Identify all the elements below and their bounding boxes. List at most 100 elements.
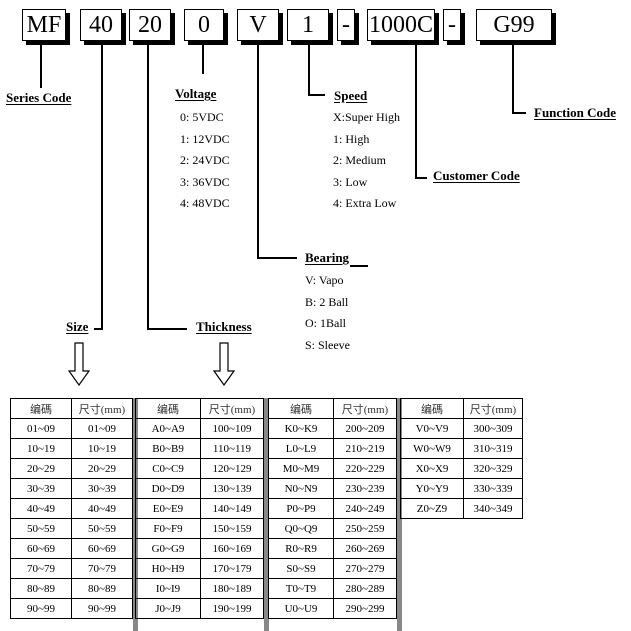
column-header-size: 尺寸(mm) bbox=[71, 398, 133, 419]
voltage-option: 4: 48VDC bbox=[180, 196, 230, 210]
column-header-size: 尺寸(mm) bbox=[463, 398, 523, 419]
cell-code: J0~J9 bbox=[135, 598, 201, 619]
cell-size: 60~69 bbox=[71, 538, 133, 559]
voltage-option: 1: 12VDC bbox=[180, 132, 230, 146]
cell-code: S0~S9 bbox=[268, 558, 334, 579]
cell-size: 10~19 bbox=[71, 438, 133, 459]
cell-code: 80~89 bbox=[10, 578, 72, 599]
label-voltage: Voltage bbox=[175, 86, 217, 101]
cell-code: U0~U9 bbox=[268, 598, 334, 619]
cell-code: P0~P9 bbox=[268, 498, 334, 519]
cell-size: 120~129 bbox=[200, 458, 264, 479]
column-header-code: 编碼 bbox=[268, 398, 334, 419]
voltage-option: 0: 5VDC bbox=[180, 110, 224, 124]
voltage-option: 3: 36VDC bbox=[180, 175, 230, 189]
cell-code: L0~L9 bbox=[268, 438, 334, 459]
connector-series bbox=[40, 44, 42, 88]
label-series-code: Series Code bbox=[6, 90, 72, 105]
cell-size: 130~139 bbox=[200, 478, 264, 499]
cell-size: 330~339 bbox=[463, 478, 523, 499]
segment-bearing: V bbox=[237, 9, 279, 41]
cell-size: 140~149 bbox=[200, 498, 264, 519]
connector-speed-h bbox=[308, 94, 325, 96]
cell-code: 50~59 bbox=[10, 518, 72, 539]
connector-bearing-h bbox=[257, 257, 297, 259]
cell-code: H0~H9 bbox=[135, 558, 201, 579]
cell-size: 320~329 bbox=[463, 458, 523, 479]
bearing-option: S: Sleeve bbox=[305, 338, 350, 352]
connector-function-h bbox=[512, 112, 526, 114]
table-separator bbox=[397, 398, 402, 631]
cell-size: 150~159 bbox=[200, 518, 264, 539]
cell-size: 240~249 bbox=[333, 498, 397, 519]
segment-thickness: 20 bbox=[129, 9, 171, 41]
segment-customer: 1000C bbox=[367, 9, 435, 41]
cell-size: 80~89 bbox=[71, 578, 133, 599]
cell-code: G0~G9 bbox=[135, 538, 201, 559]
thickness-down-arrow-icon bbox=[213, 342, 235, 386]
cell-code: Z0~Z9 bbox=[400, 498, 464, 519]
cell-size: 190~199 bbox=[200, 598, 264, 619]
connector-customer bbox=[415, 44, 417, 179]
cell-size: 110~119 bbox=[200, 438, 264, 459]
cell-code: V0~V9 bbox=[400, 418, 464, 439]
column-header-code: 编碼 bbox=[10, 398, 72, 419]
segment-dash-2: - bbox=[443, 9, 461, 41]
cell-code: N0~N9 bbox=[268, 478, 334, 499]
cell-size: 01~09 bbox=[71, 418, 133, 439]
cell-size: 340~349 bbox=[463, 498, 523, 519]
bearing-option: V: Vapo bbox=[305, 273, 344, 287]
cell-code: 90~99 bbox=[10, 598, 72, 619]
connector-speed bbox=[308, 44, 310, 96]
cell-size: 210~219 bbox=[333, 438, 397, 459]
cell-size: 50~59 bbox=[71, 518, 133, 539]
cell-size: 280~289 bbox=[333, 578, 397, 599]
cell-size: 100~109 bbox=[200, 418, 264, 439]
speed-option: 2: Medium bbox=[333, 153, 386, 167]
label-function-code: Function Code bbox=[534, 105, 616, 120]
speed-option: 3: Low bbox=[333, 175, 368, 189]
connector-size-h bbox=[94, 328, 103, 330]
cell-size: 30~39 bbox=[71, 478, 133, 499]
label-customer-code: Customer Code bbox=[433, 168, 520, 183]
cell-size: 270~279 bbox=[333, 558, 397, 579]
cell-size: 40~49 bbox=[71, 498, 133, 519]
connector-thickness bbox=[147, 44, 149, 330]
cell-code: B0~B9 bbox=[135, 438, 201, 459]
cell-code: C0~C9 bbox=[135, 458, 201, 479]
cell-size: 290~299 bbox=[333, 598, 397, 619]
voltage-option: 2: 24VDC bbox=[180, 153, 230, 167]
cell-code: 10~19 bbox=[10, 438, 72, 459]
column-header-size: 尺寸(mm) bbox=[333, 398, 397, 419]
cell-code: 30~39 bbox=[10, 478, 72, 499]
cell-code: X0~X9 bbox=[400, 458, 464, 479]
bearing-option: B: 2 Ball bbox=[305, 295, 349, 309]
connector-bearing bbox=[257, 44, 259, 259]
connector-voltage bbox=[202, 44, 204, 74]
cell-code: Q0~Q9 bbox=[268, 518, 334, 539]
size-down-arrow-icon bbox=[68, 342, 90, 386]
